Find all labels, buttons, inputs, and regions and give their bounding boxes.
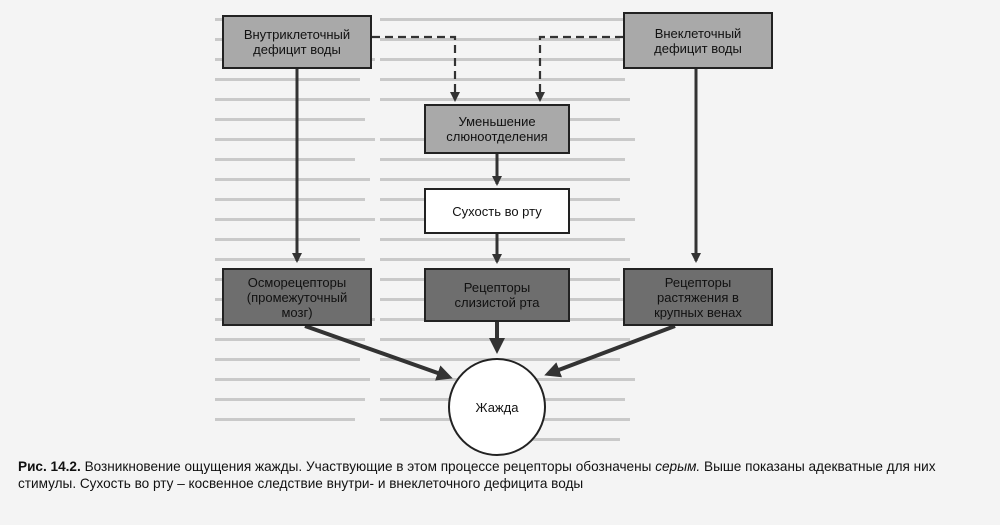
salivation-decrease-box: Уменьшение слюноотделения — [424, 104, 570, 154]
dashed-arrow-intracellular-to-salivation — [372, 35, 460, 102]
intracellular-deficit-box: Внутриклеточный дефицит воды — [222, 15, 372, 69]
thirst-diagram — [292, 35, 701, 381]
extracellular-deficit-label: Внеклеточный дефицит воды — [654, 25, 742, 56]
caption-figure-number: Рис. 14.2. — [18, 459, 81, 474]
caption-text-after: Выше показаны адекватные для них стимулы… — [18, 459, 936, 491]
dry-mouth-label: Сухость во рту — [452, 203, 542, 219]
arrow-osmoreceptors-to-thirst — [304, 324, 453, 381]
osmoreceptors-box: Осморецепторы (промежуточный мозг) — [222, 268, 372, 326]
stretch-receptors-label: Рецепторы растяжения в крупных венах — [654, 274, 742, 320]
dry-mouth-box: Сухость во рту — [424, 188, 570, 234]
caption-text-before: Возникновение ощущения жажды. Участвующи… — [84, 459, 652, 474]
thirst-circle: Жажда — [448, 358, 546, 456]
mouth-receptors-box: Рецепторы слизистой рта — [424, 268, 570, 322]
osmoreceptors-label: Осморецепторы (промежуточный мозг) — [246, 274, 348, 320]
figure-caption: Рис. 14.2. Возникновение ощущения жажды.… — [18, 458, 988, 492]
intracellular-deficit-label: Внутриклеточный дефицит воды — [243, 27, 351, 57]
stretch-receptors-box: Рецепторы растяжения в крупных венах — [623, 268, 773, 326]
mouth-receptors-label: Рецепторы слизистой рта — [454, 280, 540, 310]
caption-italic-word: серым. — [655, 459, 701, 474]
dashed-arrow-extracellular-to-salivation — [535, 35, 623, 102]
arrow-stretch-receptors-to-thirst — [544, 324, 676, 378]
thirst-label: Жажда — [475, 399, 519, 415]
extracellular-deficit-box: Внеклеточный дефицит воды — [623, 12, 773, 69]
salivation-decrease-label: Уменьшение слюноотделения — [446, 114, 548, 144]
